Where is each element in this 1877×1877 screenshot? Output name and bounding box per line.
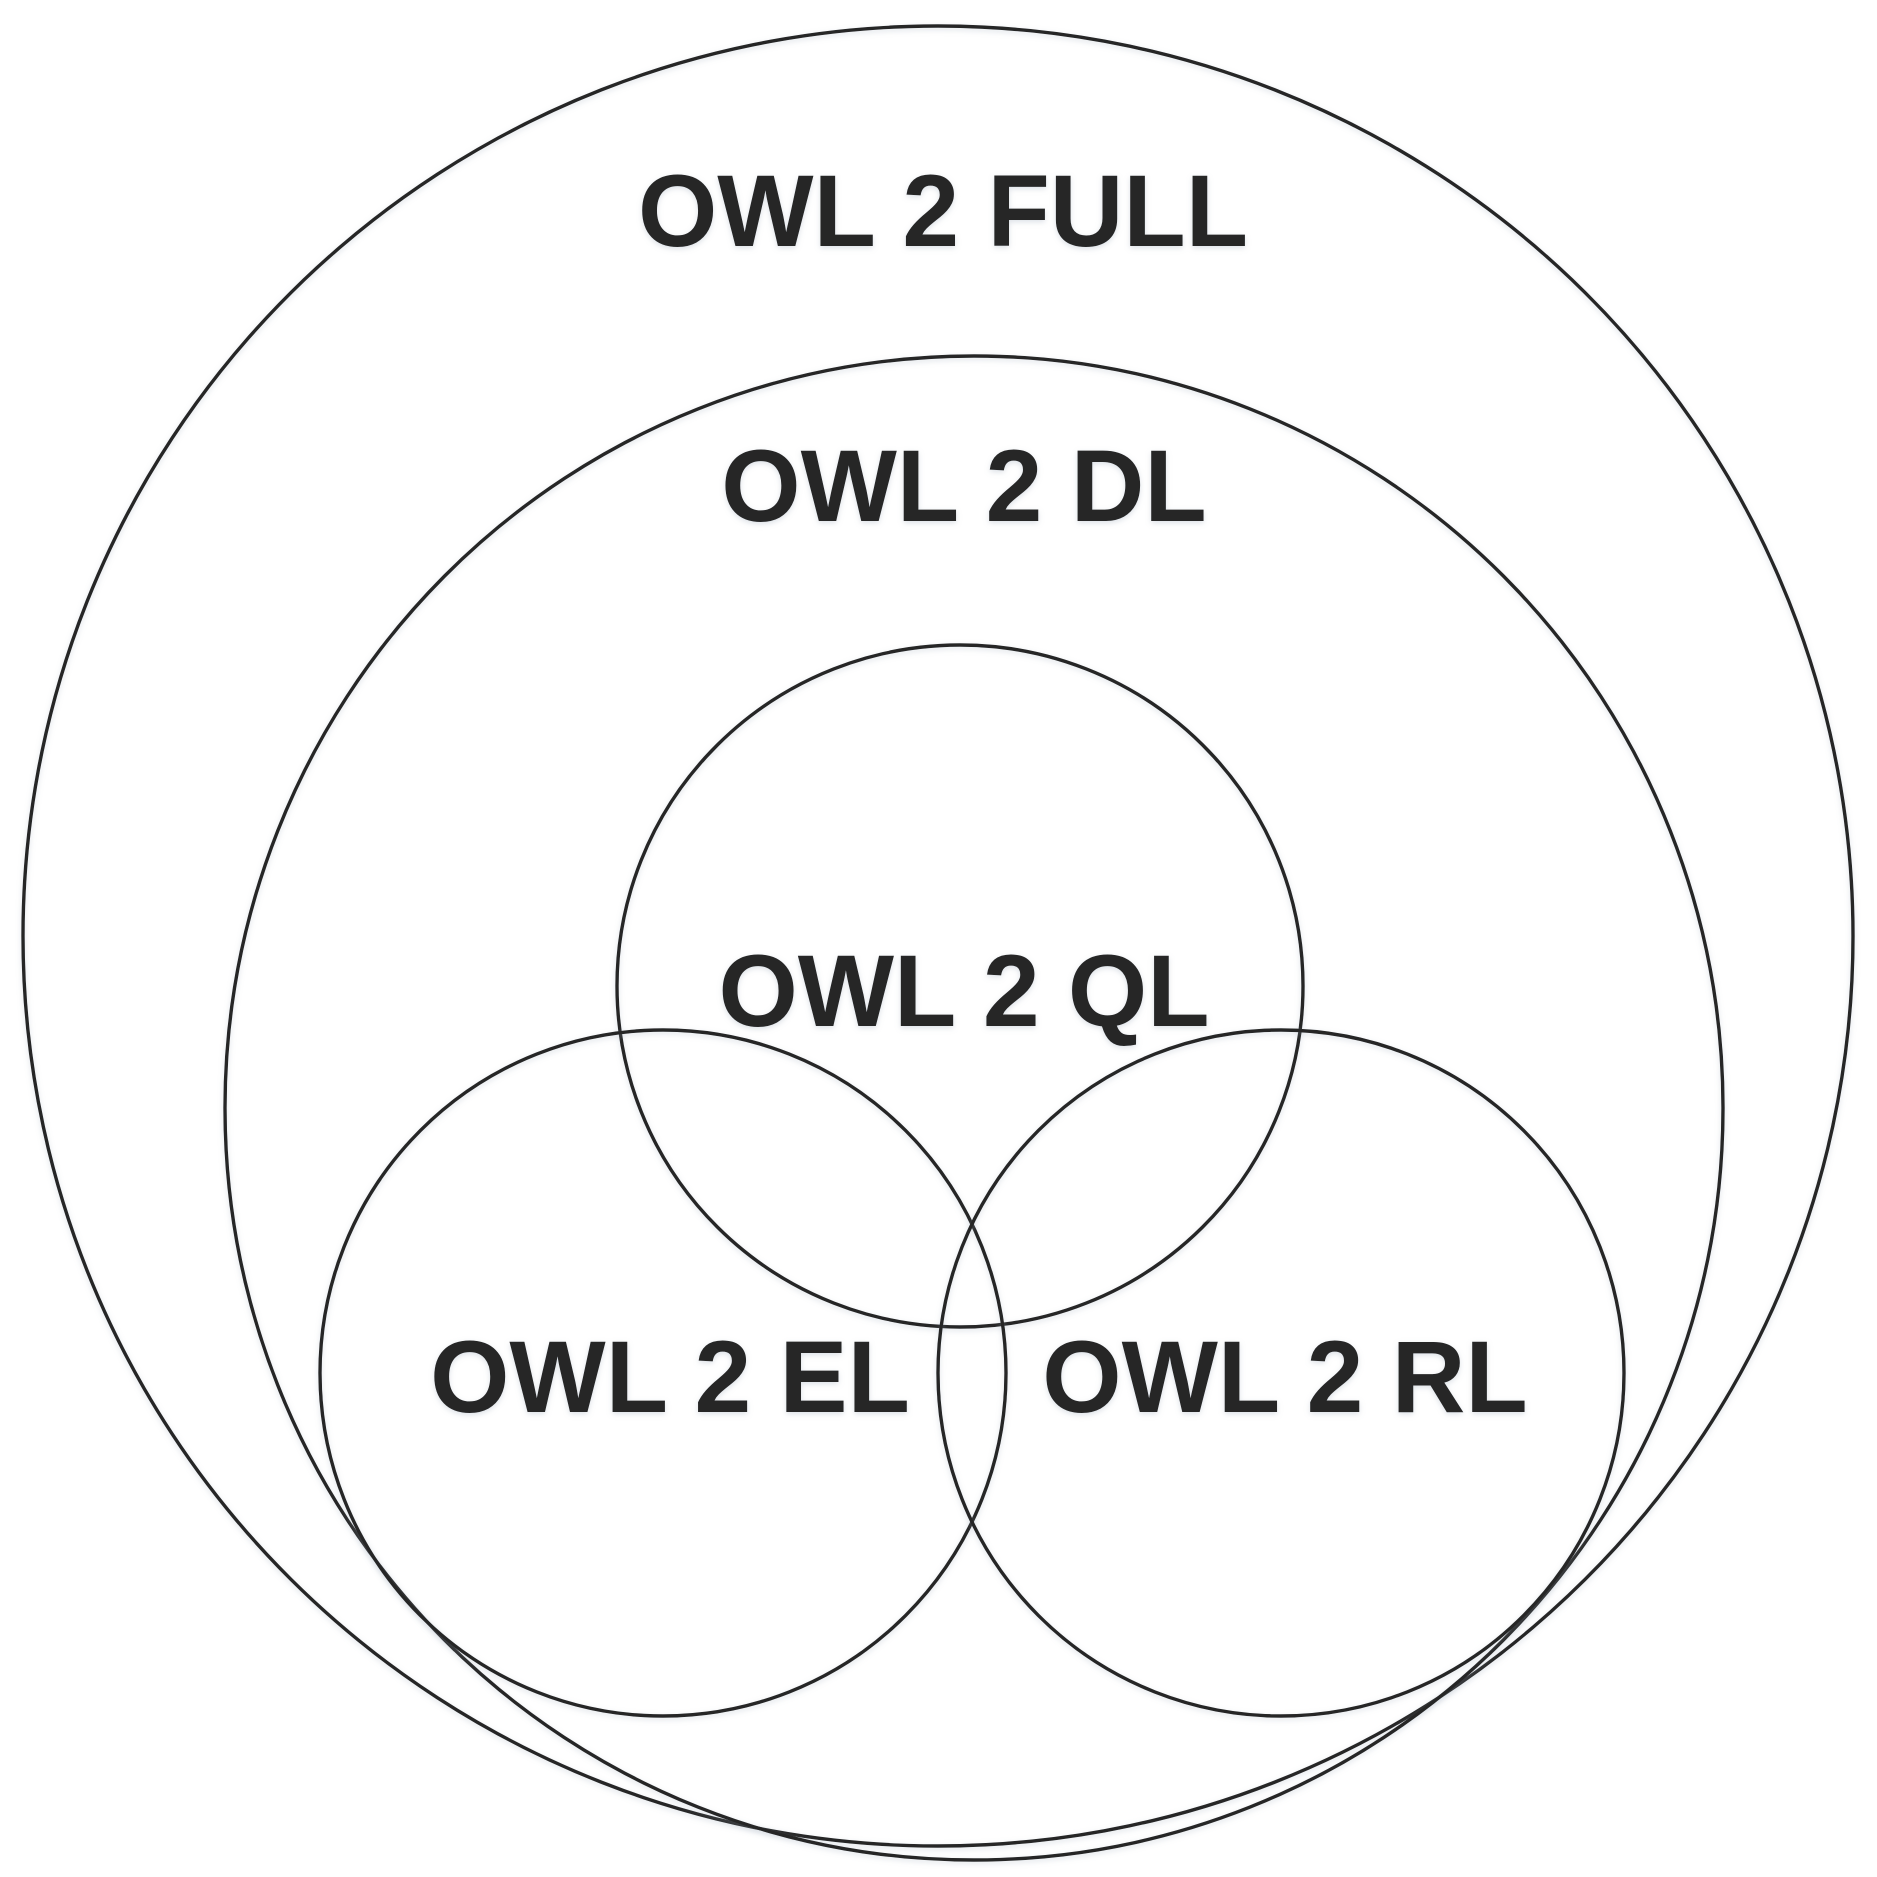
owl2-ql-circle (615, 643, 1305, 1329)
owl2-el-label: OWL 2 EL (430, 1320, 910, 1434)
owl2-el-circle (318, 1028, 1008, 1718)
owl2-ql-label: OWL 2 QL (718, 934, 1209, 1048)
owl2-rl-circle (936, 1028, 1626, 1718)
owl2-dl-label: OWL 2 DL (721, 429, 1206, 543)
owl2-full-circle (21, 24, 1855, 1848)
owl2-dl-circle (223, 354, 1725, 1862)
owl2-full-label: OWL 2 FULL (638, 154, 1248, 268)
owl2-rl-label: OWL 2 RL (1042, 1320, 1527, 1434)
